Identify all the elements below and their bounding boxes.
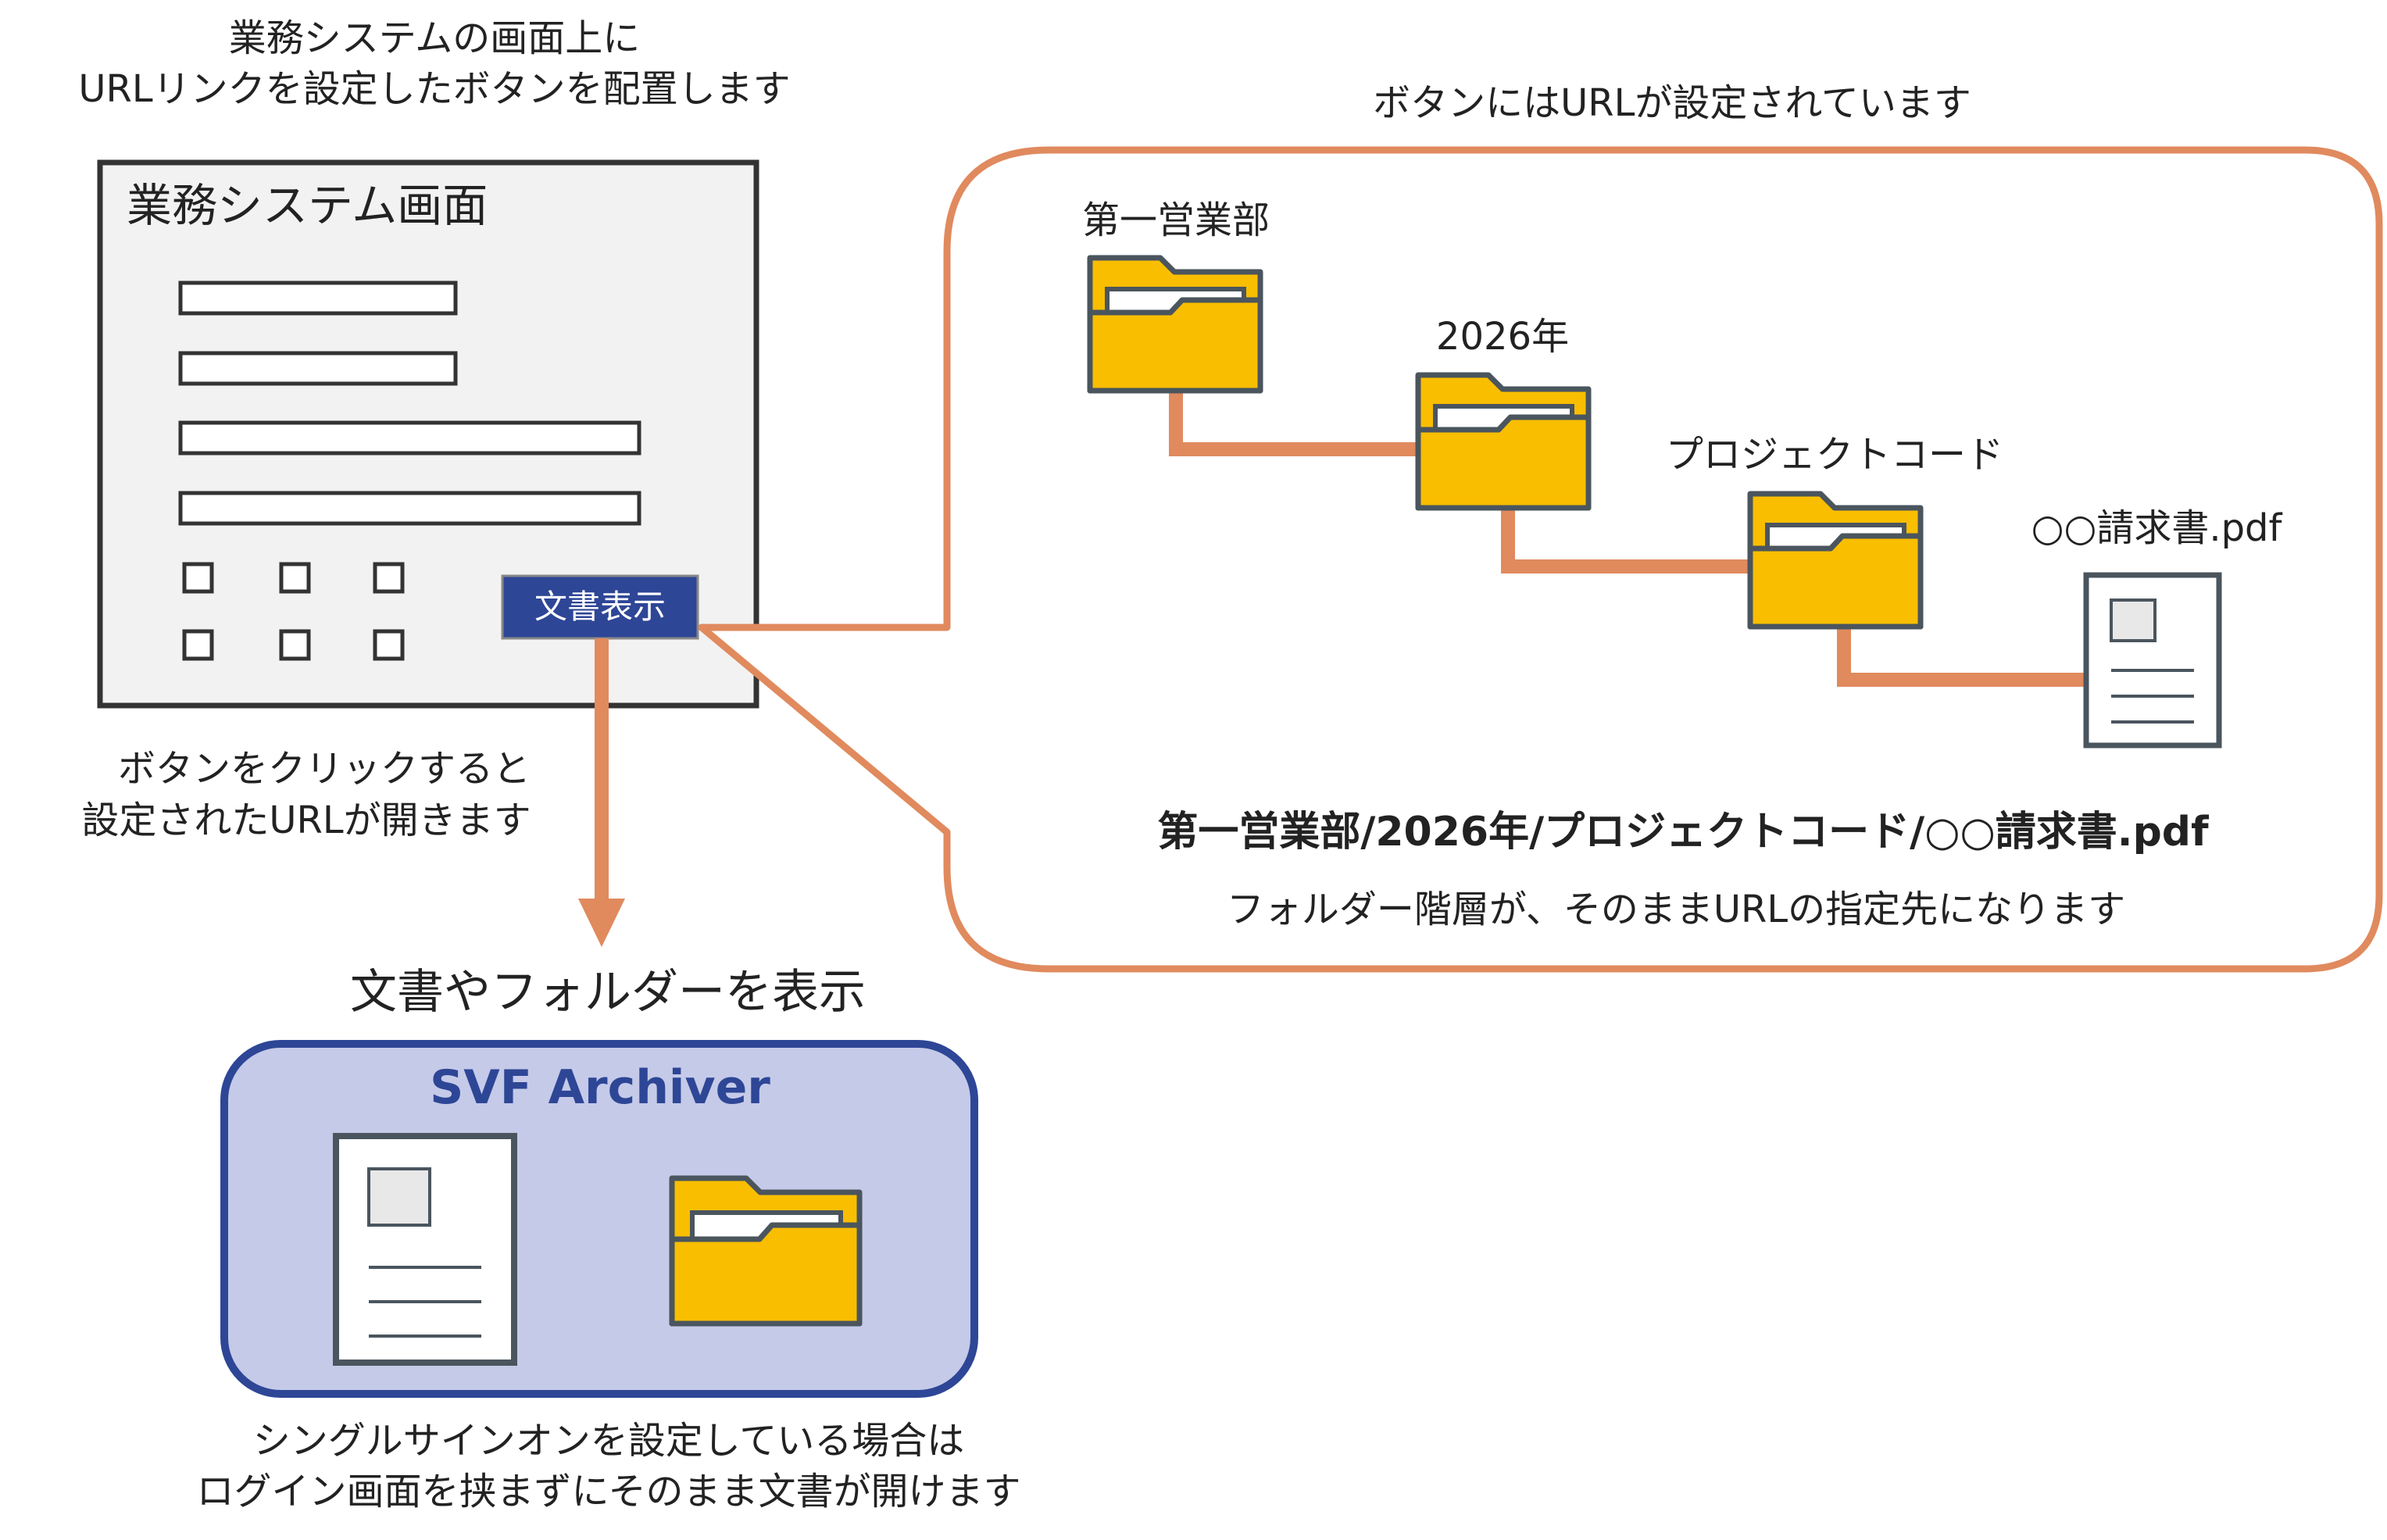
top-caption-line1: 業務システムの画面上に — [229, 16, 641, 60]
down-arrow-head — [578, 899, 625, 947]
folder-icon[interactable] — [669, 1175, 863, 1327]
folder-icon[interactable] — [1087, 255, 1263, 394]
checkbox[interactable] — [182, 562, 214, 594]
checkbox[interactable] — [279, 562, 311, 594]
url-caption: ボタンにはURLが設定されています — [1373, 81, 1971, 125]
checkbox[interactable] — [182, 629, 214, 661]
checkbox[interactable] — [373, 629, 405, 661]
sso-caption-line2: ログイン画面を挟まずにそのまま文書が開けます — [196, 1470, 1020, 1513]
document-display-button-bg[interactable] — [501, 574, 699, 640]
form-field-4[interactable] — [178, 491, 641, 526]
click-caption-line2: 設定されたURLが開きます — [81, 799, 531, 842]
form-field-1[interactable] — [178, 280, 458, 316]
sso-caption-line1: シングルサインオンを設定している場合は — [253, 1419, 965, 1463]
checkbox[interactable] — [373, 562, 405, 594]
document-display-button-label[interactable]: 文書表示 — [534, 588, 666, 626]
system-screen: 業務システム画面 文書表示 — [97, 159, 759, 709]
system-screen-title: 業務システム画面 — [127, 179, 488, 232]
form-field-2[interactable] — [178, 351, 458, 386]
folder-label-level2: 2026年 — [1436, 315, 1569, 359]
click-caption-line1: ボタンをクリックすると — [118, 747, 531, 791]
document-icon[interactable] — [2083, 572, 2222, 749]
svf-archiver-panel: SVF Archiver — [220, 1040, 978, 1398]
document-icon[interactable] — [333, 1133, 517, 1366]
file-label: ○○請求書.pdf — [2031, 506, 2283, 550]
svf-archiver-title: SVF Archiver — [430, 1060, 770, 1115]
form-field-3[interactable] — [178, 420, 641, 456]
folder-icon[interactable] — [1415, 372, 1592, 511]
document-display-button[interactable]: 文書表示 — [501, 574, 699, 640]
tree-connector — [1501, 508, 1750, 573]
top-caption-line2: URLリンクを設定したボタンを配置します — [78, 67, 790, 111]
url-note: フォルダー階層が、そのままURLの指定先になります — [1227, 888, 2125, 931]
folder-label-level3: プロジェクトコード — [1666, 433, 2003, 477]
display-caption: 文書やフォルダーを表示 — [350, 965, 866, 1020]
tree-connector — [1837, 625, 2086, 687]
url-path: 第一営業部/2026年/プロジェクトコード/○○請求書.pdf — [1157, 809, 2210, 856]
checkbox[interactable] — [279, 629, 311, 661]
folder-icon[interactable] — [1747, 491, 1924, 630]
folder-label-level1: 第一営業部 — [1082, 198, 1270, 242]
tree-connector — [1169, 391, 1418, 456]
